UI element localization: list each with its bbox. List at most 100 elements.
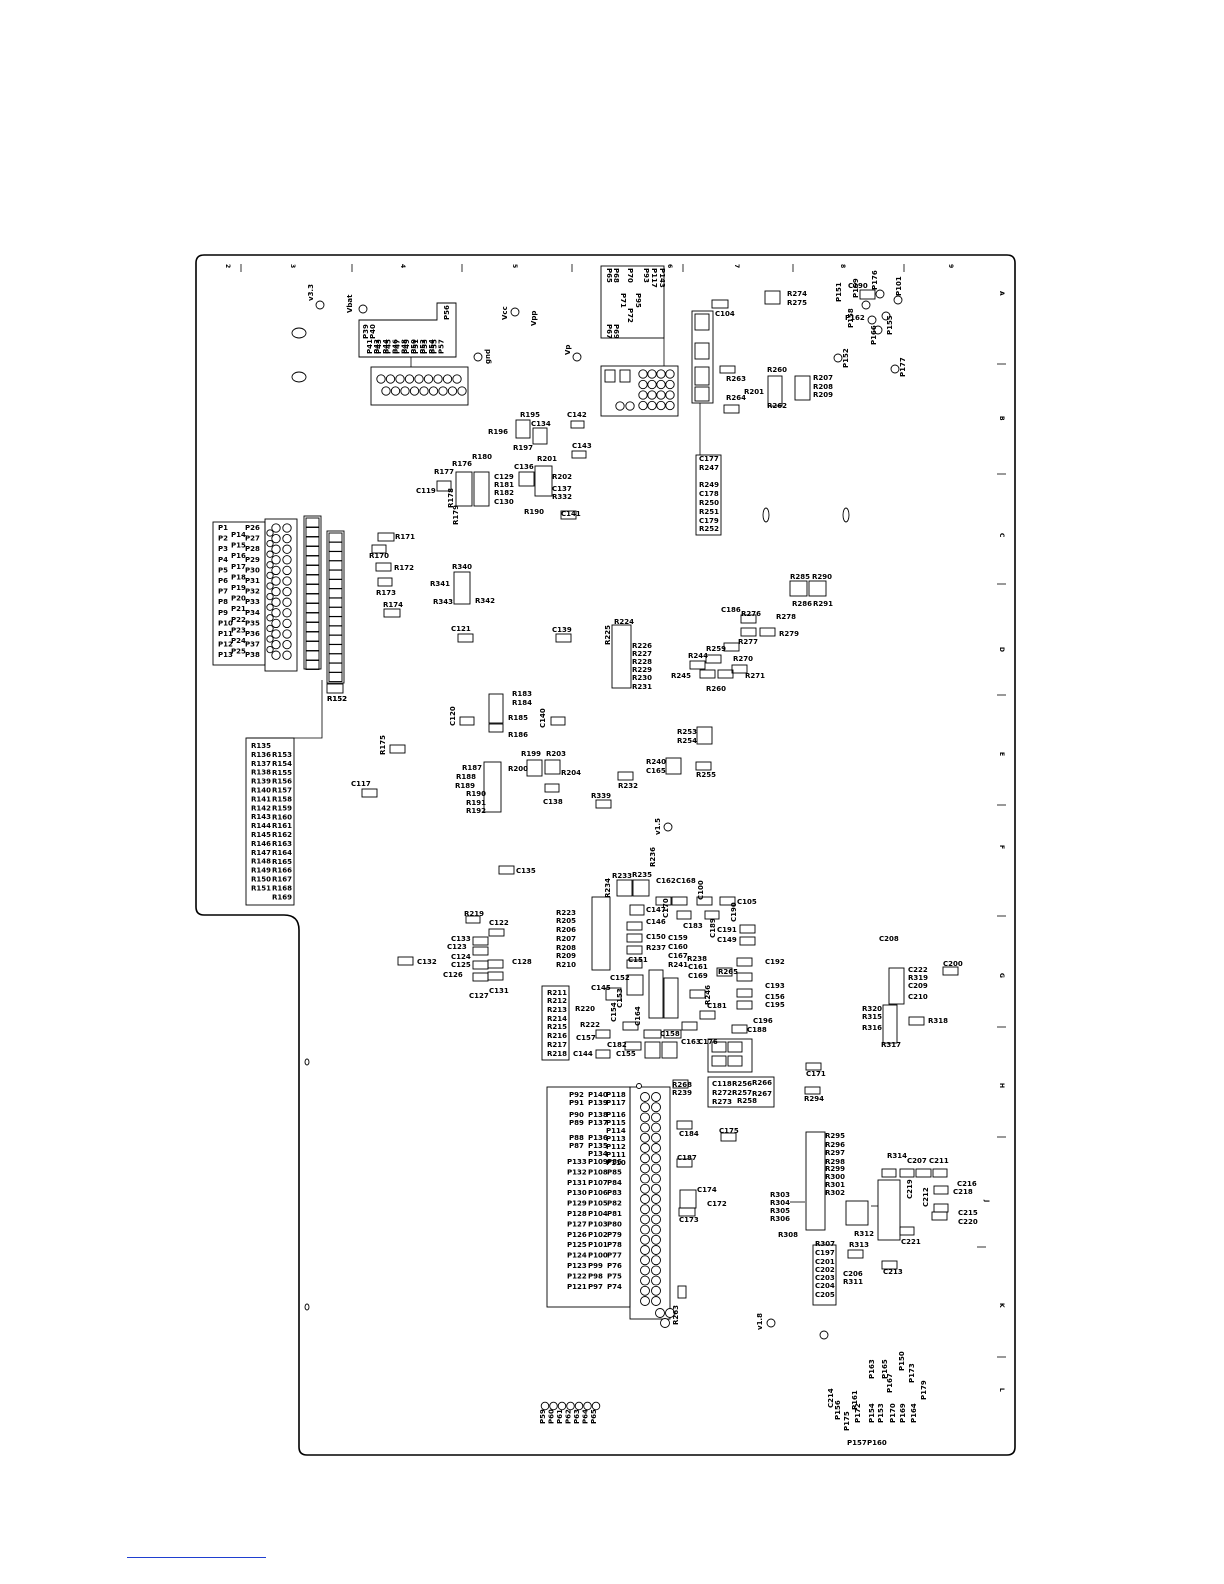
component-label: R237 xyxy=(646,944,666,952)
component-label: R177 xyxy=(434,468,454,476)
component-label: C133 xyxy=(451,935,471,943)
pin-label: P102 xyxy=(588,1231,608,1239)
component-label: C100 xyxy=(697,880,705,900)
component-label: R305 xyxy=(770,1207,790,1215)
component-label: C149 xyxy=(717,936,737,944)
pin-label: P56 xyxy=(443,305,451,320)
component-label: R188 xyxy=(456,773,476,781)
resistor-label: R150 xyxy=(251,876,271,884)
label-vbat: Vbat xyxy=(346,294,354,313)
component-label: P151 xyxy=(835,282,843,302)
component-label: C105 xyxy=(737,898,757,906)
resistor-label: R138 xyxy=(251,769,271,777)
component-label: C195 xyxy=(765,1001,785,1009)
component-label: R173 xyxy=(376,589,396,597)
component-label: C184 xyxy=(679,1130,699,1138)
pin-label: P74 xyxy=(607,1283,622,1291)
component-label: C183 xyxy=(683,922,703,930)
component-label: C140 xyxy=(539,708,547,728)
component-label: C121 xyxy=(451,625,471,633)
component-label: R219 xyxy=(464,910,484,918)
resistor-label: R162 xyxy=(272,831,292,839)
component-label: R230 xyxy=(632,674,652,682)
component-label: C161 xyxy=(688,963,708,971)
resistor-label: R159 xyxy=(272,804,292,812)
component-label: C150 xyxy=(646,933,666,941)
component-label: C132 xyxy=(417,958,437,966)
resistor-label: R141 xyxy=(251,795,271,803)
component-label: P177 xyxy=(899,357,907,377)
pin-label: P117 xyxy=(606,1099,626,1107)
component-label: R228 xyxy=(632,658,652,666)
component-label: C207 xyxy=(907,1157,927,1165)
component-label: C104 xyxy=(715,310,735,318)
component-label: R201 xyxy=(537,455,557,463)
pin-label: P54 xyxy=(428,339,436,354)
component-label: R207 xyxy=(813,374,833,382)
component-label: P179 xyxy=(920,1380,928,1400)
svg-text:P70: P70 xyxy=(626,268,634,283)
pin-label: P63 xyxy=(573,1409,581,1424)
component-label: C188 xyxy=(747,1026,767,1034)
component-label: C136 xyxy=(514,463,534,471)
component-label: R240 xyxy=(646,758,666,766)
pin-label: P127 xyxy=(567,1220,587,1228)
pin-label: P104 xyxy=(588,1210,608,1218)
resistor-label: R166 xyxy=(272,867,292,875)
component-label: C144 xyxy=(573,1050,593,1058)
component-label: R332 xyxy=(552,493,572,501)
component-label: R216 xyxy=(547,1032,567,1040)
pin-label: P36 xyxy=(245,630,260,638)
pin-label: P83 xyxy=(607,1189,622,1197)
pin-label: P131 xyxy=(567,1179,587,1187)
svg-text:P67: P67 xyxy=(605,324,613,339)
component-label: R186 xyxy=(508,731,528,739)
component-label: C214 xyxy=(827,1388,835,1408)
resistor-label: R165 xyxy=(272,858,292,866)
pin-label: P79 xyxy=(607,1231,622,1239)
pin-label: P64 xyxy=(582,1409,590,1424)
pin-label: P32 xyxy=(245,588,260,596)
svg-text:P69: P69 xyxy=(612,324,620,339)
component-label: R270 xyxy=(733,655,753,663)
pin-label: P49 xyxy=(403,339,411,354)
resistor-label: R142 xyxy=(251,804,271,812)
pin-label: P107 xyxy=(588,1179,608,1187)
pin-label: P101 xyxy=(588,1241,608,1249)
pin-label: P18 xyxy=(231,573,246,581)
component-label: C159 xyxy=(668,934,688,942)
component-label: R246 xyxy=(704,985,712,1005)
resistor-label: R158 xyxy=(272,796,292,804)
component-label: C193 xyxy=(765,982,785,990)
label-vcc: Vcc xyxy=(501,306,509,320)
component-label: C200 xyxy=(943,960,963,968)
resistor-label: R148 xyxy=(251,858,271,866)
component-label: R278 xyxy=(776,613,796,621)
resistor-label: R149 xyxy=(251,867,271,875)
component-label: R208 xyxy=(813,383,833,391)
pin-label: P115 xyxy=(606,1119,626,1127)
component-label: R273 xyxy=(712,1098,732,1106)
component-label: R316 xyxy=(862,1024,882,1032)
component-label: C127 xyxy=(469,992,489,1000)
component-label: R195 xyxy=(520,411,540,419)
component-label: C178 xyxy=(699,490,719,498)
component-label: R286 xyxy=(792,600,812,608)
component-label: C219 xyxy=(906,1179,914,1199)
component-label: P165 xyxy=(881,1359,889,1379)
component-label: P159 xyxy=(852,278,860,298)
component-label: R340 xyxy=(452,563,472,571)
component-label: R205 xyxy=(556,917,576,925)
resistor-label: R154 xyxy=(272,760,292,768)
component-label: R311 xyxy=(843,1278,863,1286)
component-label: R301 xyxy=(825,1181,845,1189)
pin-label: P44 xyxy=(382,339,390,354)
component-label: C126 xyxy=(443,971,463,979)
pin-label: P29 xyxy=(245,556,260,564)
component-label: R294 xyxy=(804,1095,824,1103)
component-label: R234 xyxy=(604,878,612,898)
component-label: R189 xyxy=(455,782,475,790)
footer-rule xyxy=(127,1557,266,1558)
pin-label: P14 xyxy=(231,531,246,539)
